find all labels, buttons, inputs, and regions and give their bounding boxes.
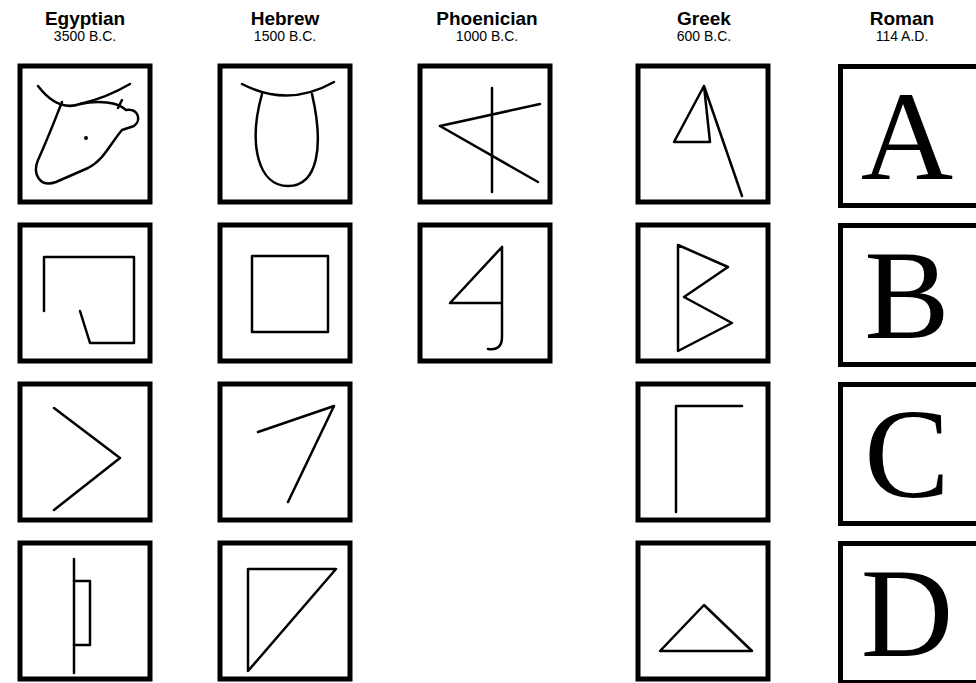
date-label: 600 B.C. xyxy=(677,29,731,44)
ox-head-glyph xyxy=(36,84,138,183)
glyph-frame xyxy=(638,66,768,202)
column-heading: Hebrew xyxy=(251,9,320,29)
letter-box: C xyxy=(838,382,976,526)
glyph-frame xyxy=(638,225,768,361)
glyph-frame xyxy=(20,225,150,361)
date-label: 1500 B.C. xyxy=(254,29,316,44)
door-glyph xyxy=(248,569,336,671)
roman-letter: D xyxy=(861,549,953,677)
glyph-frame xyxy=(420,66,550,202)
column-heading: Egyptian xyxy=(45,9,125,29)
roman-letter: A xyxy=(861,72,953,200)
eye-dot xyxy=(84,136,88,140)
gamma-glyph xyxy=(676,406,742,512)
glyph-frame xyxy=(220,225,350,361)
glyph-frame xyxy=(20,543,150,679)
house-glyph xyxy=(44,257,134,343)
roman-letter: C xyxy=(864,390,949,518)
alpha-glyph xyxy=(674,86,742,196)
glyph-frame xyxy=(420,225,550,361)
column-heading: Roman xyxy=(870,9,934,29)
roman-letter: B xyxy=(864,231,949,359)
glyph-frame xyxy=(638,543,768,679)
glyph-frame xyxy=(20,384,150,520)
column-heading: Greek xyxy=(677,9,731,29)
house-glyph xyxy=(252,256,328,332)
glyph-frame xyxy=(220,543,350,679)
date-label: 3500 B.C. xyxy=(54,29,116,44)
door-glyph xyxy=(74,559,90,673)
beth-glyph xyxy=(450,247,502,349)
letter-box: A xyxy=(838,64,976,208)
date-label: 114 A.D. xyxy=(876,29,929,44)
throwstick-glyph xyxy=(54,408,120,510)
letter-box: D xyxy=(838,541,976,683)
date-label: 1000 B.C. xyxy=(456,29,518,44)
aleph-glyph xyxy=(440,88,540,192)
glyph-frame xyxy=(220,66,350,202)
glyph-frame xyxy=(20,66,150,202)
beta-glyph xyxy=(678,245,732,351)
ox-glyph xyxy=(242,82,334,186)
stick-glyph xyxy=(258,406,334,502)
column-heading: Phoenician xyxy=(436,9,537,29)
glyph-frame xyxy=(220,384,350,520)
glyph-frame xyxy=(638,384,768,520)
letter-box: B xyxy=(838,223,976,367)
delta-glyph xyxy=(660,605,752,651)
